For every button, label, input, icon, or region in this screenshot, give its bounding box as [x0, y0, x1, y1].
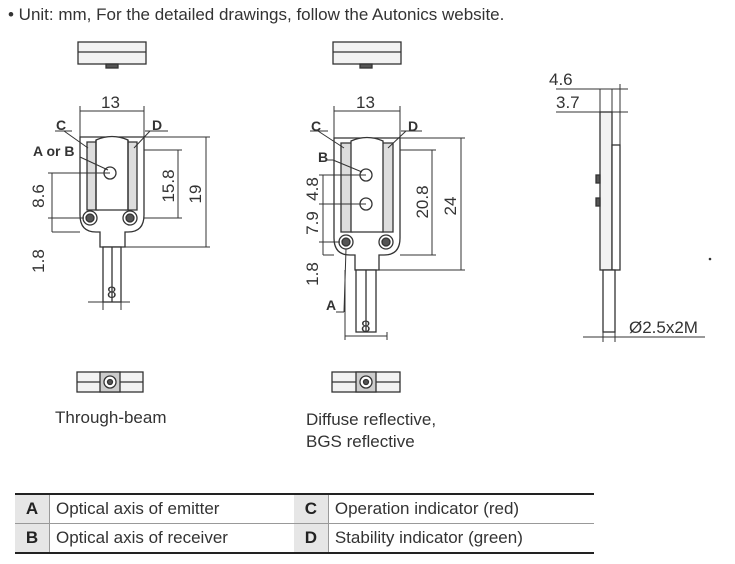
tb-dim-height-bottom: 1.8 [29, 249, 48, 273]
legend-key: A [15, 493, 50, 524]
legend-desc: Stability indicator (green) [327, 523, 594, 554]
tb-label-d: D [152, 117, 162, 133]
unit-note: • Unit: mm, For the detailed drawings, f… [8, 5, 505, 24]
tb-dim-width-bottom: 8 [107, 283, 116, 302]
diffuse-body [333, 136, 401, 333]
df-dim-height-inner: 20.8 [413, 185, 432, 218]
through-beam-top-view [77, 41, 147, 69]
diffuse-caption-line2: BGS reflective [306, 432, 415, 451]
legend-row: B Optical axis of receiver D Stability i… [15, 523, 594, 554]
legend-key: B [15, 523, 50, 554]
tb-dim-height-lens: 15.8 [159, 169, 178, 202]
diffuse-caption-line1: Diffuse reflective, [306, 410, 437, 429]
through-beam-dim-lines [48, 106, 210, 310]
through-beam-caption: Through-beam [55, 408, 167, 427]
side-dim-thickness-total: 4.6 [549, 70, 573, 89]
legend-desc: Optical axis of emitter [48, 493, 294, 524]
df-dim-height-bottom: 1.8 [303, 262, 322, 286]
legend-key: D [293, 523, 329, 554]
legend-row: A Optical axis of emitter C Operation in… [15, 493, 594, 524]
through-beam-bottom-view [76, 371, 144, 393]
tb-label-c: C [56, 117, 66, 133]
df-dim-height-total: 24 [441, 197, 460, 216]
df-label-c: C [311, 118, 321, 134]
df-dim-height-a: 4.8 [303, 177, 322, 201]
legend-key: C [293, 493, 329, 524]
legend-desc: Optical axis of receiver [48, 523, 294, 554]
tb-label-axis: A or B [33, 143, 74, 159]
legend-desc: Operation indicator (red) [327, 493, 594, 524]
side-dim-thickness-body: 3.7 [556, 93, 580, 112]
df-dim-width-bottom: 8 [361, 317, 370, 336]
tb-dim-width-top: 13 [101, 93, 120, 112]
tb-dim-height-total: 19 [186, 185, 205, 204]
df-label-a: A [326, 297, 336, 313]
diffuse-top-view [332, 41, 402, 69]
through-beam-body [79, 135, 145, 303]
diffuse-dim-lines [310, 106, 465, 340]
tb-dim-height-upper: 8.6 [29, 184, 48, 208]
side-dim-lines [556, 84, 712, 342]
diffuse-bottom-view [331, 371, 401, 393]
side-view [595, 111, 621, 333]
dimension-drawing: 13 C D A or B 19 15.8 8.6 1.8 8 13 C D B… [29, 41, 712, 393]
df-dim-height-b: 7.9 [303, 211, 322, 235]
df-label-d: D [408, 118, 418, 134]
df-label-b: B [318, 149, 328, 165]
df-dim-width-top: 13 [356, 93, 375, 112]
side-dim-mount-hole: Ø2.5x2M [629, 318, 698, 337]
legend-table: A Optical axis of emitter C Operation in… [15, 493, 594, 554]
